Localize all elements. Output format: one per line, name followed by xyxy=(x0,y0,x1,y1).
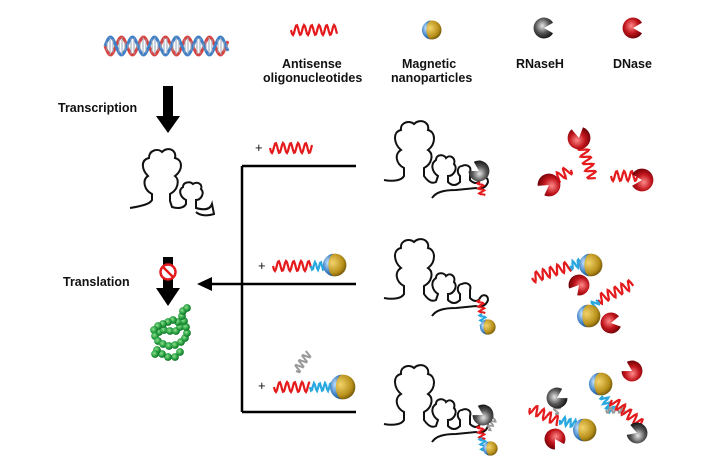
row3-products xyxy=(528,357,651,453)
mrna-hybrid-row3 xyxy=(383,364,498,456)
mrna-hybrid-row1 xyxy=(383,120,494,199)
aso-legend: Antisense oligonucleotides xyxy=(263,22,362,85)
transcription-label: Transcription xyxy=(58,101,137,115)
aso-label-line1: Antisense xyxy=(282,57,342,71)
dnase-enzyme-icon xyxy=(618,357,647,386)
row3-plus: + xyxy=(258,378,266,393)
row2-plus: + xyxy=(258,258,266,273)
pacman-rnaseh-icon xyxy=(533,17,554,39)
row2-aso-mnp-icon xyxy=(271,253,347,277)
rnaseh-legend: RNaseH xyxy=(516,17,564,71)
mnp-label-line2: nanoparticles xyxy=(391,71,472,85)
mnp-label-line1: Magnetic xyxy=(402,57,456,71)
rnaseh-enzyme-icon xyxy=(542,384,571,413)
mrna-hybrid-row2 xyxy=(383,238,496,335)
mrna-icon xyxy=(129,148,216,217)
pacman-dnase-icon xyxy=(622,17,643,39)
rnaseh-label: RNaseH xyxy=(516,57,564,71)
row1-aso-icon xyxy=(268,140,314,156)
red-squiggle-icon xyxy=(289,22,339,38)
dnase-enzyme-icon xyxy=(598,311,622,336)
transcription-arrow xyxy=(156,86,180,133)
dnase-enzyme-icon xyxy=(566,126,593,152)
mnp-legend: Magnetic nanoparticles xyxy=(391,20,472,85)
magnetic-nanoparticle-icon xyxy=(422,20,442,40)
aso-label-line2: oligonucleotides xyxy=(263,71,362,85)
protein-bead-chain-icon xyxy=(150,304,191,361)
inhibition-arrowhead xyxy=(197,277,212,291)
dna-helix-icon xyxy=(103,35,230,57)
row2-products xyxy=(531,253,635,336)
translation-label: Translation xyxy=(63,275,130,289)
rnaseh-enzyme-icon xyxy=(624,420,651,447)
row1-products xyxy=(534,126,654,200)
row1-plus: + xyxy=(255,140,263,155)
row3-aso-linker-mnp-icon xyxy=(272,350,356,400)
amino-acid-bead xyxy=(151,350,159,358)
amino-acid-bead xyxy=(183,304,191,312)
dnase-enzyme-icon xyxy=(540,424,569,453)
no-symbol-icon xyxy=(159,263,177,281)
amino-acid-bead xyxy=(171,353,179,361)
dnase-label: DNase xyxy=(613,57,652,71)
branch-lines xyxy=(212,164,356,414)
dnase-legend: DNase xyxy=(613,17,652,71)
